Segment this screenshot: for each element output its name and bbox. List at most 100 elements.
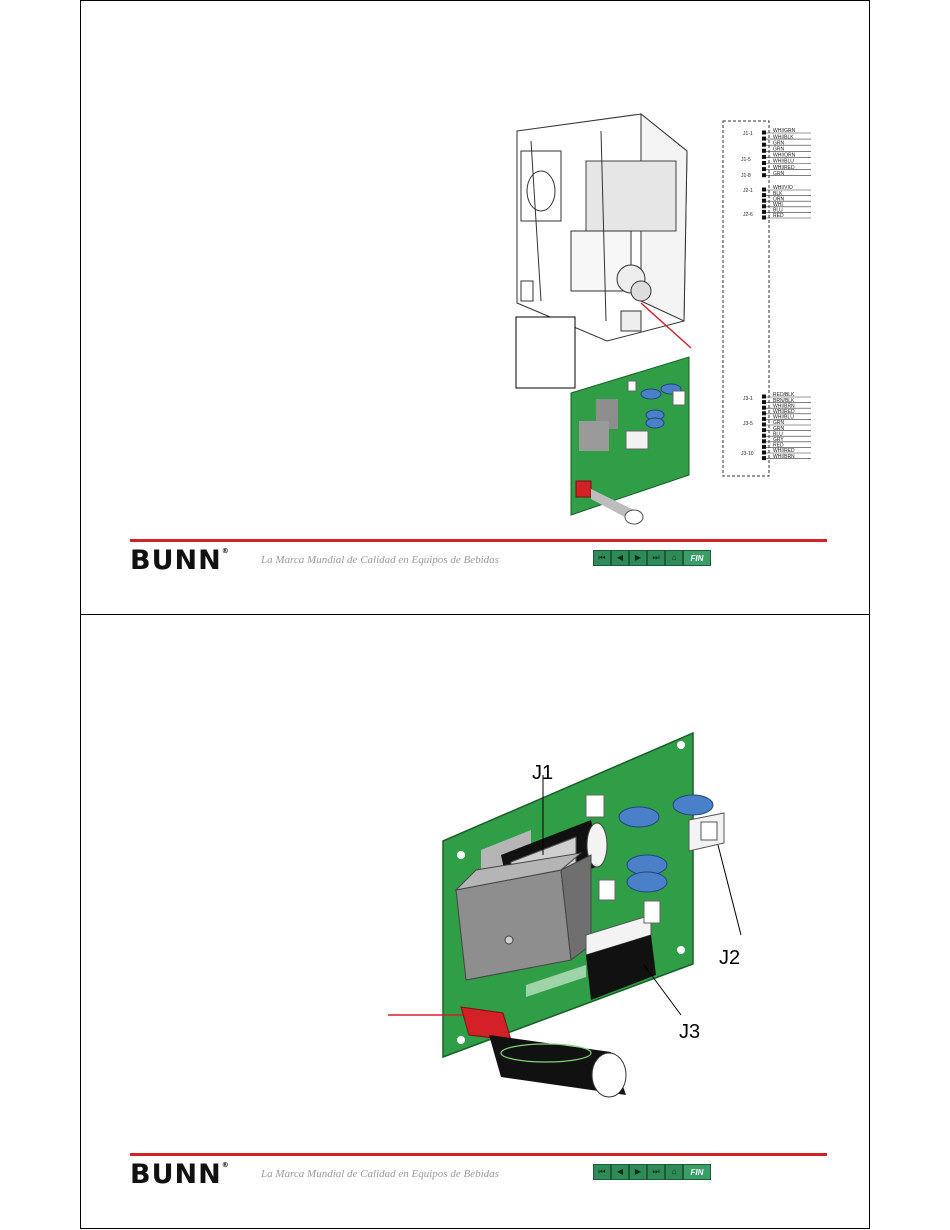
home-icon: ⌂ <box>671 1167 677 1176</box>
navigation-bar: ⏮ ◀ ▶ ⏭ ⌂ FIN <box>593 1164 711 1180</box>
bunn-logo: BUNN® <box>130 1159 230 1190</box>
next-page-button[interactable]: ▶ <box>629 550 647 566</box>
j1-end-label: J1-8 <box>741 173 751 179</box>
connector-pin <box>762 456 766 461</box>
connector-pin <box>762 193 766 198</box>
connector-pin <box>762 173 766 178</box>
wire-color-label: RED <box>773 213 784 219</box>
last-page-button[interactable]: ⏭ <box>647 550 665 566</box>
connector-pin <box>762 428 766 433</box>
wiring-diagram: J1-1 J1-5 J1-8 WHI/GRNWHI/BLKGRNGRNWHI/O… <box>722 120 811 477</box>
wire-color-label: GRY <box>773 437 784 443</box>
wire-color-label: GRN <box>773 140 785 146</box>
j3-start-label: J3-1 <box>743 396 753 402</box>
wire-color-label: GRN <box>773 147 785 153</box>
wire-color-label: WHI/BLU <box>773 415 794 421</box>
bunn-logo: BUNN® <box>130 545 230 576</box>
next-icon: ▶ <box>634 553 642 562</box>
first-page-icon: ⏮ <box>598 1167 606 1176</box>
slide-2: J1 J2 J3 BUNN® La Marca Mundial de Calid… <box>80 614 870 1229</box>
wire-color-label: WHI/BLK <box>773 134 794 140</box>
connector-pin <box>762 422 766 427</box>
last-page-icon: ⏭ <box>652 1167 660 1176</box>
connector-pin <box>762 394 766 399</box>
slide-1-illustration: J1-1 J1-5 J1-8 WHI/GRNWHI/BLKGRNGRNWHI/O… <box>515 112 811 525</box>
wire-color-label: WHI/RED <box>773 409 795 415</box>
wire-color-label: RED/BLK <box>773 392 795 398</box>
wire-color-label: RED <box>773 443 784 449</box>
navigation-bar: ⏮ ◀ ▶ ⏭ ⌂ FIN <box>593 550 711 566</box>
wire-color-label: WHI/BRN <box>773 454 795 460</box>
previous-page-button[interactable]: ◀ <box>611 1164 629 1180</box>
wire-color-label: BLU <box>773 208 783 214</box>
connector-pin <box>762 136 766 141</box>
tagline: La Marca Mundial de Calidad en Equipos d… <box>261 554 499 566</box>
next-icon: ▶ <box>634 1167 642 1176</box>
j2-leader <box>717 844 742 936</box>
connector-pin <box>762 148 766 153</box>
wire-color-label: BLU <box>773 431 783 437</box>
first-page-button[interactable]: ⏮ <box>593 550 611 566</box>
connector-pin <box>762 187 766 192</box>
slide-2-illustration: J1 J2 J3 <box>388 731 742 1098</box>
wire-color-label: GRN <box>773 171 785 177</box>
connector-pin <box>762 142 766 147</box>
connector-pin <box>762 167 766 172</box>
home-icon: ⌂ <box>671 553 677 562</box>
previous-page-button[interactable]: ◀ <box>611 550 629 566</box>
connector-pin <box>762 405 766 410</box>
j3-mid-label: J3-5 <box>743 421 753 427</box>
first-page-button[interactable]: ⏮ <box>593 1164 611 1180</box>
last-page-icon: ⏭ <box>652 553 660 562</box>
wire-color-label: BLK <box>773 191 783 197</box>
label-j2: J2 <box>719 947 740 969</box>
connector-pin <box>762 411 766 416</box>
wire-color-label: WHI/RED <box>773 448 795 454</box>
j1-start-label: J1-1 <box>743 131 753 137</box>
first-page-icon: ⏮ <box>598 553 606 562</box>
machine-drawing <box>516 112 688 342</box>
last-page-button[interactable]: ⏭ <box>647 1164 665 1180</box>
connector-pin <box>762 433 766 438</box>
home-button[interactable]: ⌂ <box>665 1164 683 1180</box>
next-page-button[interactable]: ▶ <box>629 1164 647 1180</box>
connector-pin <box>762 154 766 159</box>
label-j3: J3 <box>679 1021 700 1043</box>
footer-divider <box>130 539 827 542</box>
wire-color-label: WHI/BRN <box>773 403 795 409</box>
wire-color-label: WHI/GRN <box>773 128 796 134</box>
control-board-large <box>442 731 725 1098</box>
connector-pin <box>762 439 766 444</box>
tagline: La Marca Mundial de Calidad en Equipos d… <box>261 1168 499 1180</box>
j2-start-label: J2-1 <box>743 188 753 194</box>
footer-bar: BUNN® La Marca Mundial de Calidad en Equ… <box>130 541 830 581</box>
j1-mid-label: J1-5 <box>741 157 751 163</box>
connector-pin <box>762 161 766 165</box>
connector-pin <box>762 130 766 135</box>
wire-color-label: WHI/VIO <box>773 185 793 191</box>
connector-pin <box>762 204 766 209</box>
wire-color-label: WHI/ORN <box>773 153 796 159</box>
previous-icon: ◀ <box>616 1167 624 1176</box>
wire-color-label: BRN/BLK <box>773 398 795 404</box>
blank-box <box>515 316 576 389</box>
label-j1: J1 <box>532 762 553 784</box>
wire-color-label: ORN <box>773 196 785 202</box>
wire-color-label: GRN <box>773 426 785 432</box>
connector-pin <box>762 450 766 455</box>
wire-color-label: WHI/RED <box>773 165 795 171</box>
wire-color-label: WHI/BLU <box>773 159 794 165</box>
connector-pin <box>762 400 766 405</box>
footer-divider <box>130 1153 827 1156</box>
connector-pin <box>762 416 766 421</box>
home-button[interactable]: ⌂ <box>665 550 683 566</box>
connector-pin <box>762 215 766 220</box>
end-button[interactable]: FIN <box>683 550 711 566</box>
connector-pin <box>762 444 766 449</box>
connector-pin <box>762 209 766 214</box>
wire-color-label: WHI <box>773 202 783 208</box>
footer-bar: BUNN® La Marca Mundial de Calidad en Equ… <box>130 1155 830 1195</box>
wire-color-label: GRN <box>773 420 785 426</box>
end-button[interactable]: FIN <box>683 1164 711 1180</box>
